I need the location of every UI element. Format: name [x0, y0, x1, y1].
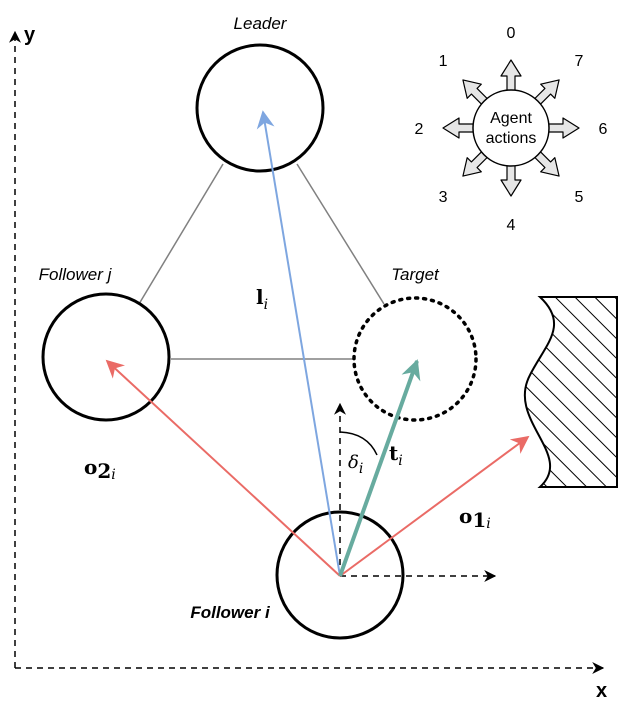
coordinate-axes: y x [9, 24, 607, 702]
agent-actions-diagram: Agent actions 0 1 2 3 4 5 6 7 [415, 25, 608, 234]
action-number-6: 6 [599, 121, 608, 138]
agent-actions-label-line1: Agent [490, 110, 532, 127]
action-number-2: 2 [415, 121, 424, 138]
obstacle [523, 296, 618, 488]
follower-j-agent [41, 292, 171, 422]
target-label: Target [391, 265, 440, 284]
follower-j-label: Follower j [39, 265, 113, 284]
target-vector-label: ti [389, 441, 403, 469]
leader-target-line [296, 163, 385, 305]
leader-agent [195, 43, 325, 173]
leader-vector [256, 110, 341, 577]
y-axis-label: y [24, 24, 36, 46]
target-position [352, 296, 478, 422]
formation-lines [138, 163, 385, 360]
action-number-7: 7 [574, 53, 583, 70]
obstacle-vector-label: o1i [459, 504, 491, 532]
action-arrow-4 [500, 161, 522, 197]
delta-angle-arc [339, 431, 378, 456]
obstacle-vector [339, 435, 530, 577]
agent-actions-label-line2: actions [486, 130, 537, 147]
action-number-3: 3 [439, 189, 448, 206]
agent-actions-center [472, 89, 550, 167]
action-arrow-2 [442, 117, 478, 139]
follower-i-agent [275, 510, 405, 640]
x-axis-label: x [596, 680, 607, 702]
follower-j-vector-label: o2i [84, 455, 116, 483]
target-vector [338, 359, 421, 577]
leader-label: Leader [234, 14, 288, 33]
action-arrow-6 [544, 117, 580, 139]
action-number-0: 0 [507, 25, 516, 42]
delta-angle-label: δi [348, 452, 363, 477]
follower-i-label: Follower i [190, 603, 271, 622]
action-numbers: 0 1 2 3 4 5 6 7 [415, 25, 608, 234]
follower-j-vector [105, 359, 341, 577]
action-arrow-0 [500, 59, 522, 95]
action-number-5: 5 [574, 189, 583, 206]
action-number-4: 4 [507, 217, 516, 234]
action-number-1: 1 [439, 53, 448, 70]
leader-vector-label: li [256, 285, 268, 313]
leader-follower-j-line [138, 163, 224, 305]
